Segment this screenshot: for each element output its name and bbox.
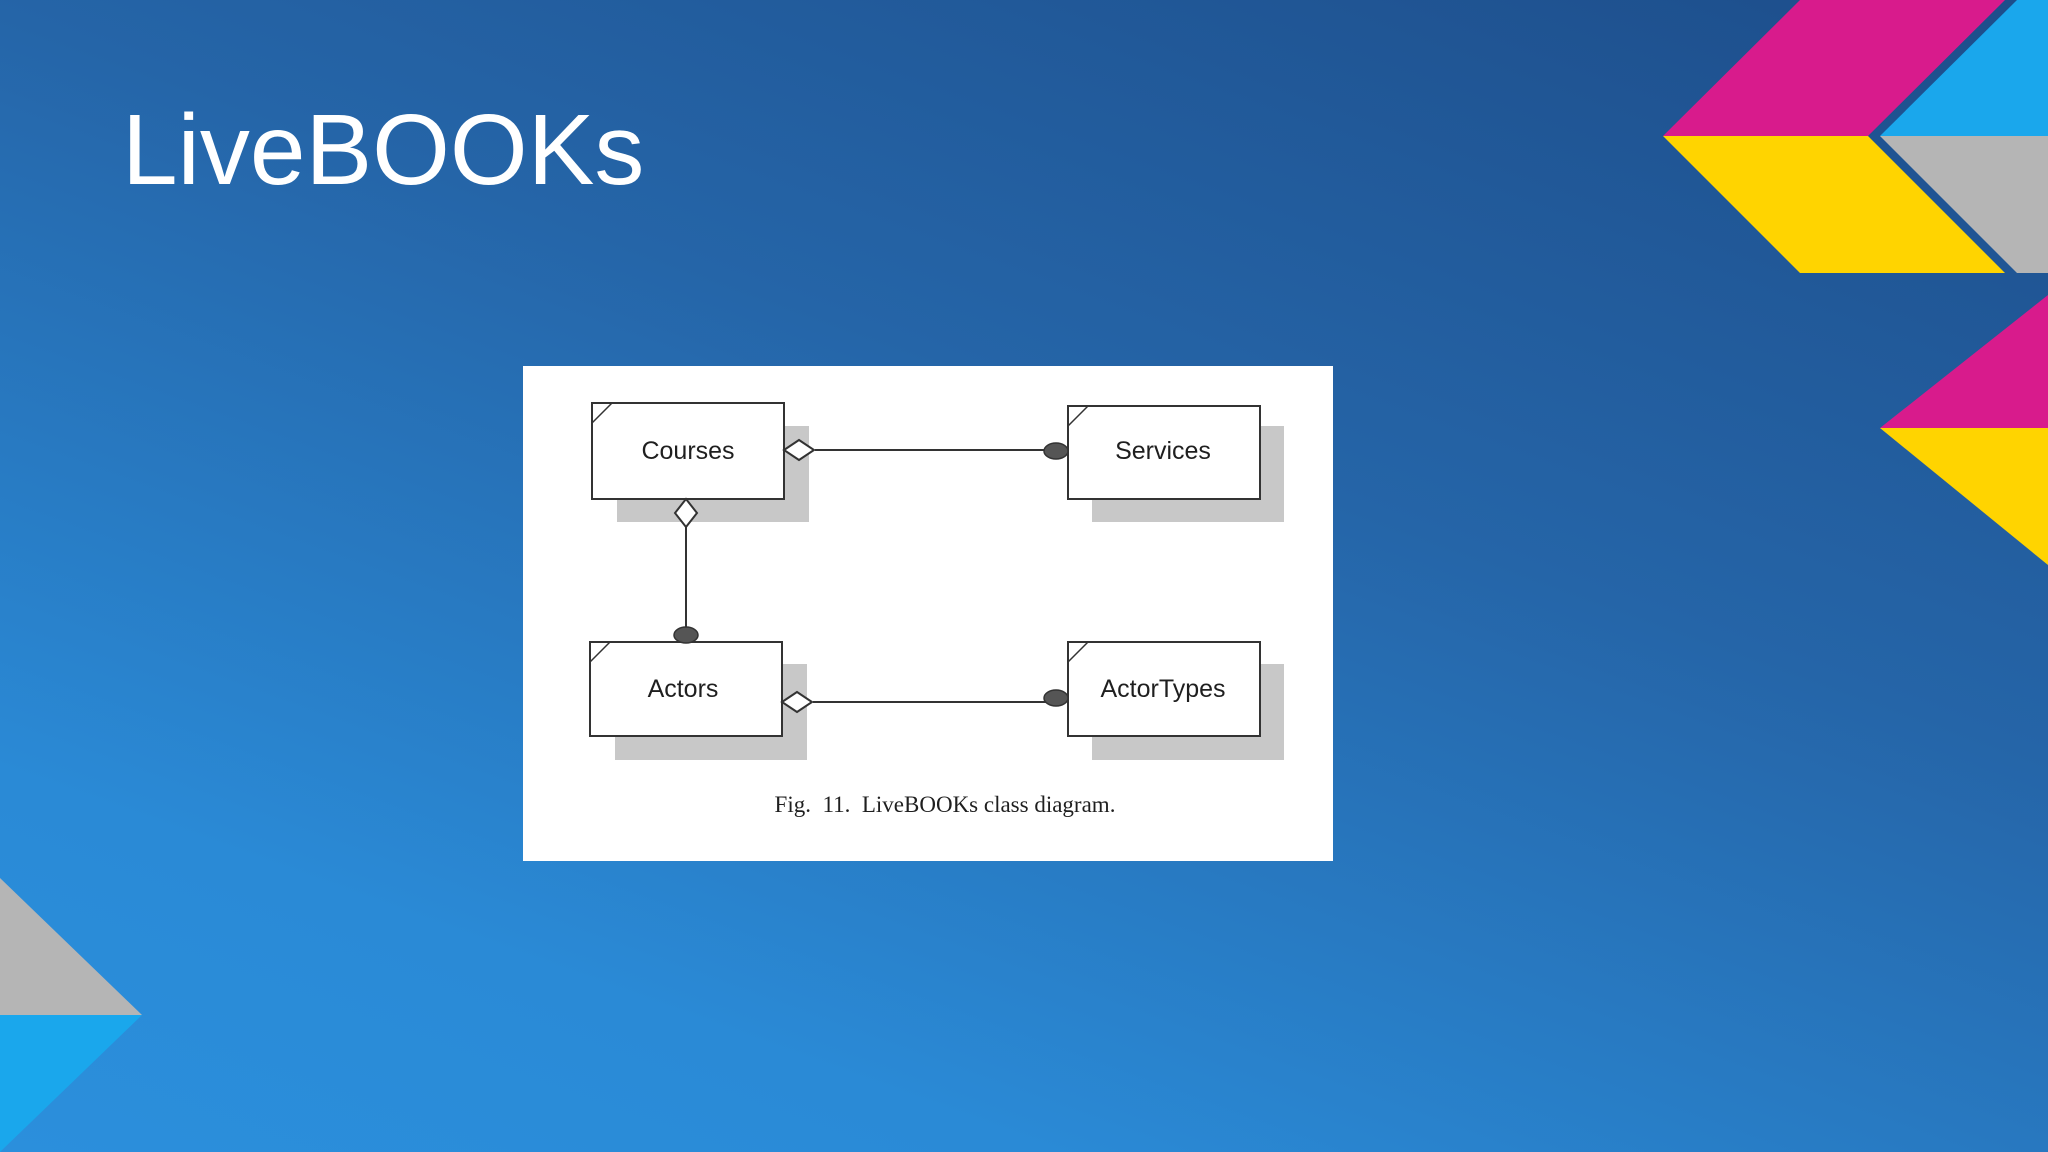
class-box-actortypes: ActorTypes <box>1067 641 1261 737</box>
gray-chevron-shape <box>1880 136 2048 273</box>
class-diagram: Courses Services Actors ActorTypes Fig. … <box>589 402 1284 817</box>
class-box-services: Services <box>1067 405 1261 500</box>
aggregation-diamond-actors-actortypes <box>780 690 814 714</box>
class-box-courses: Courses <box>591 402 785 500</box>
aggregation-diamond-courses-services <box>782 438 816 462</box>
slide-title: LiveBOOKs <box>122 94 645 206</box>
class-box-actors: Actors <box>589 641 783 737</box>
gray-left-shape <box>0 878 142 1015</box>
class-label-actortypes: ActorTypes <box>1100 675 1225 703</box>
end-marker-actortypes <box>1043 689 1069 707</box>
yellow-right-shape <box>1880 428 2048 565</box>
class-label-services: Services <box>1115 437 1211 465</box>
class-label-courses: Courses <box>641 437 734 465</box>
aggregation-diamond-courses-actors <box>673 497 699 529</box>
light-blue-left-shape <box>0 1015 142 1152</box>
class-label-actors: Actors <box>648 675 719 703</box>
light-blue-chevron-shape <box>1880 0 2048 136</box>
end-marker-services <box>1043 442 1069 460</box>
figure-caption: Fig. 11. LiveBOOKs class diagram. <box>775 792 1116 817</box>
yellow-chevron-shape <box>1663 136 2005 273</box>
magenta-right-shape <box>1880 295 2048 428</box>
class-diagram-figure: Courses Services Actors ActorTypes Fig. … <box>523 366 1333 861</box>
end-marker-actors <box>673 626 699 644</box>
magenta-chevron-shape <box>1663 0 2005 136</box>
